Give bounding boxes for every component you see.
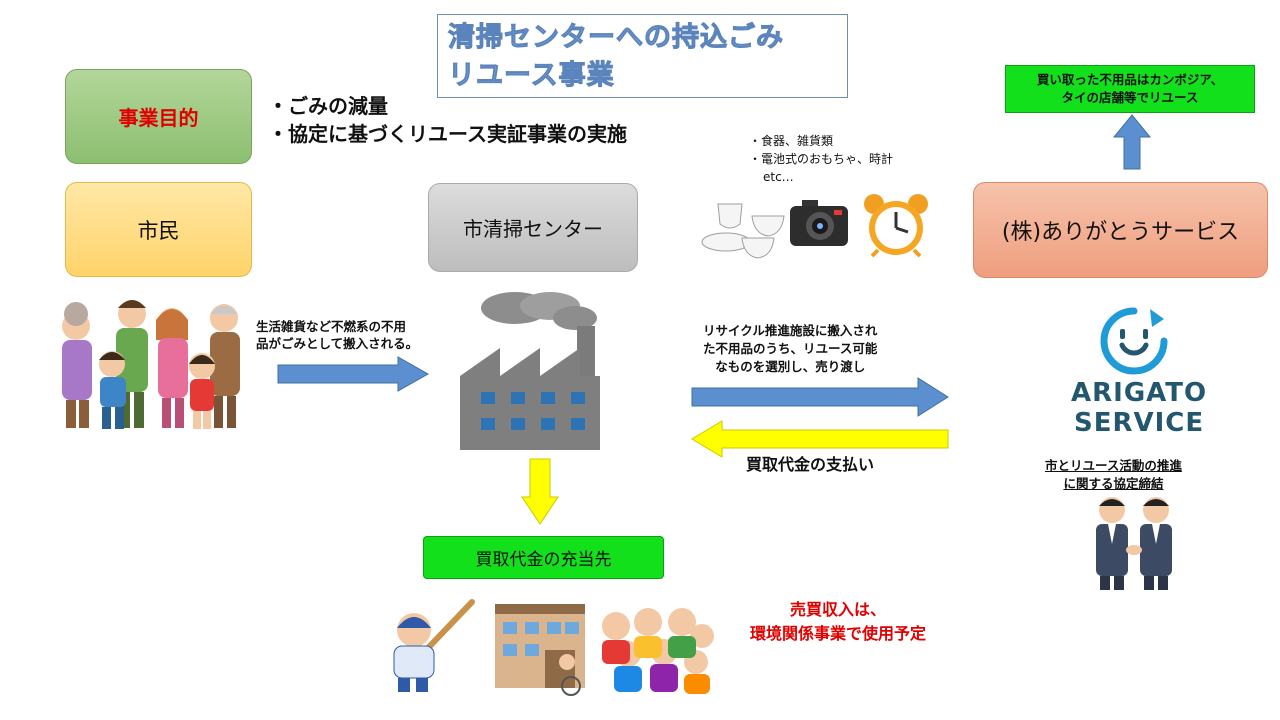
cleaning-center-label: 市清掃センター bbox=[463, 217, 603, 241]
title-line-2: リユース事業 bbox=[448, 60, 615, 92]
flow-note-line: た不用品のうち、リユース可能 bbox=[703, 341, 878, 356]
reuse-item-line: ・食器、雑貨類 bbox=[749, 134, 834, 148]
down-arrow bbox=[521, 458, 559, 525]
care-facility-illustration bbox=[495, 604, 585, 696]
factory-illustration bbox=[460, 292, 600, 450]
camera-icon bbox=[790, 200, 848, 246]
logo-line: ARIGATO bbox=[1071, 378, 1208, 408]
up-arrow bbox=[1112, 114, 1152, 170]
use-of-funds-label: 買取代金の充当先 bbox=[475, 550, 612, 570]
arigato-logo-icon bbox=[1100, 307, 1168, 375]
income-line: 環境関係事業で使用予定 bbox=[750, 624, 927, 643]
cleaning-center-box: 市清掃センター bbox=[428, 183, 638, 272]
family-illustration bbox=[62, 300, 240, 429]
company-label: (株)ありがとうサービス bbox=[1001, 220, 1240, 245]
logo-line: SERVICE bbox=[1073, 408, 1205, 438]
income-note: 売買収入は、 環境関係事業で使用予定 bbox=[750, 598, 926, 646]
flow-note-line: リサイクル推進施設に搬入され bbox=[703, 323, 878, 338]
arigato-logo-text: ARIGATO SERVICE bbox=[1071, 378, 1207, 438]
payment-arrow bbox=[691, 420, 949, 458]
title-line-1: 清掃センターへの持込ごみ bbox=[448, 22, 784, 54]
children-group-illustration bbox=[602, 608, 714, 694]
reuse-item-line: ・電池式のおもちゃ、時計 bbox=[749, 152, 894, 166]
use-of-funds-box: 買取代金の充当先 bbox=[423, 536, 664, 579]
goal-item: ・協定に基づくリユース実証事業の実施 bbox=[268, 122, 627, 146]
baseball-player-illustration bbox=[393, 599, 475, 692]
goal-item: ・ごみの減量 bbox=[268, 94, 388, 118]
agreement-line: に関する協定締結 bbox=[1063, 476, 1164, 491]
overseas-line: タイの店舗等でリユース bbox=[1061, 90, 1199, 105]
flow-note-line: 生活雑貨など不燃系の不用 bbox=[256, 319, 407, 334]
dishes-illustration bbox=[701, 203, 785, 259]
agreement-note: 市とリユース活動の推進 に関する協定締結 bbox=[1045, 457, 1182, 493]
alarm-clock-icon bbox=[864, 194, 928, 258]
purpose-box: 事業目的 bbox=[65, 69, 252, 164]
payment-label: 買取代金の支払い bbox=[746, 455, 875, 474]
title-box: 清掃センターへの持込ごみ リユース事業 bbox=[437, 14, 848, 98]
citizen-label: 市民 bbox=[137, 218, 180, 243]
reuse-items-note: ・食器、雑貨類 ・電池式のおもちゃ、時計 etc… bbox=[749, 132, 893, 186]
purpose-label: 事業目的 bbox=[118, 106, 199, 130]
center-to-company-arrow bbox=[691, 377, 949, 417]
flow-note-line: 品がごみとして搬入される。 bbox=[256, 336, 419, 351]
citizen-to-center-arrow bbox=[277, 356, 430, 392]
flow-note-line: なものを選別し、売り渡し bbox=[715, 359, 866, 374]
overseas-reuse-box: 買い取った不用品はカンボジア、 タイの店舗等でリユース bbox=[1005, 65, 1255, 113]
purpose-goals: ・ごみの減量 ・協定に基づくリユース実証事業の実施 bbox=[268, 92, 627, 148]
overseas-line: 買い取った不用品はカンボジア、 bbox=[1036, 72, 1224, 87]
citizen-box: 市民 bbox=[65, 182, 252, 277]
reuse-item-line: etc… bbox=[763, 170, 794, 184]
center-flow-note: リサイクル推進施設に搬入され た不用品のうち、リユース可能 なものを選別し、売り… bbox=[703, 322, 877, 376]
company-box: (株)ありがとうサービス bbox=[973, 182, 1268, 278]
income-line: 売買収入は、 bbox=[790, 600, 887, 619]
handshake-illustration bbox=[1096, 497, 1172, 590]
agreement-line: 市とリユース活動の推進 bbox=[1045, 458, 1182, 473]
citizen-flow-note: 生活雑貨など不燃系の不用 品がごみとして搬入される。 bbox=[256, 318, 418, 352]
